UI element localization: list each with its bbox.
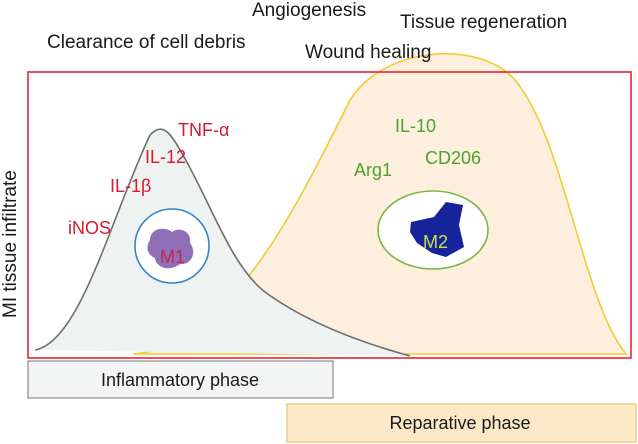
arg1-marker: Arg1 xyxy=(354,160,392,180)
reparative-phase-box: Reparative phase xyxy=(286,403,637,443)
m1-curve xyxy=(34,128,411,357)
il1b-marker: IL-1β xyxy=(110,176,151,196)
m1-macrophage-cell: M1 xyxy=(134,208,210,284)
m2-macrophage-cell: M2 xyxy=(377,190,489,270)
angiogenesis-label: Angiogenesis xyxy=(252,0,366,21)
y-axis-label: MI tissue infiltrate xyxy=(0,170,21,318)
tissue-regeneration-label: Tissue regeneration xyxy=(400,12,567,33)
cd206-marker: CD206 xyxy=(425,148,481,168)
m1-cell-body xyxy=(147,228,194,269)
m2-cell-label: M2 xyxy=(423,232,448,252)
wound-healing-label: Wound healing xyxy=(305,42,431,63)
inos-marker: iNOS xyxy=(68,218,111,238)
reparative-phase-label: Reparative phase xyxy=(389,413,530,433)
il10-marker: IL-10 xyxy=(395,116,436,136)
inflammatory-phase-box: Inflammatory phase xyxy=(27,360,334,399)
clearance-label: Clearance of cell debris xyxy=(47,32,246,53)
tnf-alpha-marker: TNF-α xyxy=(178,120,229,140)
m1-cell-label: M1 xyxy=(160,247,185,267)
inflammatory-phase-label: Inflammatory phase xyxy=(101,370,259,390)
m2-cell-body xyxy=(410,202,464,257)
infiltrate-frame xyxy=(27,71,632,359)
il12-marker: IL-12 xyxy=(145,147,186,167)
